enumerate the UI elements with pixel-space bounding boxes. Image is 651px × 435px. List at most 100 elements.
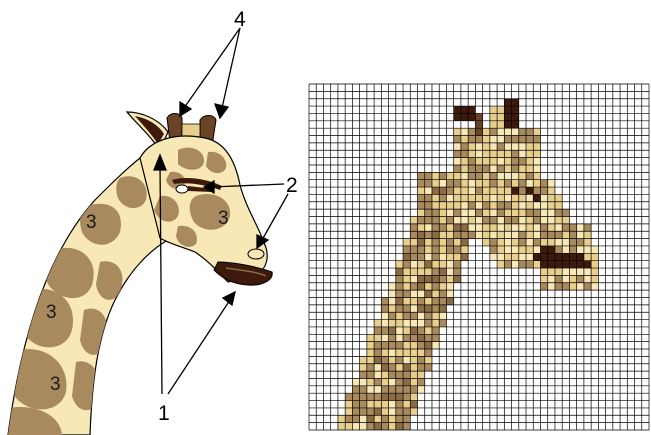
pixel-cell xyxy=(396,401,403,408)
pixel-cell xyxy=(425,231,432,238)
pixel-cell xyxy=(432,194,439,201)
pixel-cell xyxy=(526,202,533,209)
pixel-cell xyxy=(410,275,417,282)
pixel-cell xyxy=(533,136,540,143)
pixel-cell xyxy=(490,158,497,165)
pixel-cell xyxy=(418,172,425,179)
pixel-cell xyxy=(446,297,453,304)
pixel-cell xyxy=(446,224,453,231)
pixel-cell xyxy=(548,253,555,260)
pixel-cell xyxy=(410,327,417,334)
pixel-cell xyxy=(454,246,461,253)
pixel-cell xyxy=(533,187,540,194)
pixel-cell xyxy=(533,246,540,253)
pixel-cell xyxy=(425,268,432,275)
pixel-cell xyxy=(490,106,497,113)
pixel-cell xyxy=(446,268,453,275)
pixel-cell xyxy=(569,268,576,275)
pixel-cell xyxy=(475,202,482,209)
pixel-cell xyxy=(352,408,359,415)
pixel-cell xyxy=(461,136,468,143)
pixel-cell xyxy=(446,172,453,179)
pixel-cell xyxy=(418,356,425,363)
pixel-cell xyxy=(468,113,475,120)
pixel-cell xyxy=(425,172,432,179)
pixel-cell xyxy=(454,172,461,179)
arrow-head xyxy=(215,104,228,118)
pixel-cell xyxy=(562,261,569,268)
pixel-cell xyxy=(577,246,584,253)
pixel-cell xyxy=(403,261,410,268)
pixel-cell xyxy=(475,194,482,201)
pixel-cell xyxy=(439,209,446,216)
pixel-cell xyxy=(533,172,540,179)
pixel-cell xyxy=(389,349,396,356)
pixel-cell xyxy=(540,246,547,253)
pixel-cell xyxy=(533,261,540,268)
giraffe-nostril xyxy=(248,249,264,259)
pixel-cell xyxy=(432,172,439,179)
pixel-cell xyxy=(403,283,410,290)
pixel-cell xyxy=(512,172,519,179)
pixel-cell xyxy=(519,180,526,187)
pixel-cell xyxy=(548,209,555,216)
pixel-cell xyxy=(512,143,519,150)
pixel-cell xyxy=(555,268,562,275)
pixel-cell xyxy=(497,231,504,238)
pixel-cell xyxy=(403,312,410,319)
pixel-cell xyxy=(410,320,417,327)
pixel-cell xyxy=(497,224,504,231)
pixel-cell xyxy=(540,268,547,275)
pixel-cell xyxy=(439,320,446,327)
pixel-cell xyxy=(562,253,569,260)
pixel-cell xyxy=(432,261,439,268)
pixel-cell xyxy=(548,224,555,231)
pixel-cell xyxy=(461,217,468,224)
pixel-cell xyxy=(410,393,417,400)
pixel-cell xyxy=(475,113,482,120)
pixel-cell xyxy=(403,320,410,327)
arrow-line-2b xyxy=(262,194,288,240)
pixel-cell xyxy=(396,283,403,290)
pixel-cell xyxy=(526,246,533,253)
pixel-cell xyxy=(483,194,490,201)
pixel-cell xyxy=(533,253,540,260)
pixel-cell xyxy=(468,231,475,238)
pixel-cell xyxy=(454,136,461,143)
arrow-head xyxy=(180,102,191,116)
pixel-cell xyxy=(439,261,446,268)
pixel-cell xyxy=(475,136,482,143)
pixel-cell xyxy=(389,320,396,327)
pixel-cell xyxy=(490,231,497,238)
pixel-cell xyxy=(425,342,432,349)
pixel-cell xyxy=(519,246,526,253)
pixel-cell xyxy=(512,113,519,120)
pixel-cell xyxy=(360,371,367,378)
pixel-cell xyxy=(512,136,519,143)
pixel-cell xyxy=(396,356,403,363)
pixel-cell xyxy=(483,187,490,194)
pixel-cell xyxy=(475,224,482,231)
pixel-cell xyxy=(374,401,381,408)
pixel-cell xyxy=(396,261,403,268)
pixel-cell xyxy=(425,275,432,282)
pixel-cell xyxy=(483,239,490,246)
pixel-cell xyxy=(475,121,482,128)
pixel-cell xyxy=(504,143,511,150)
pixel-cell xyxy=(540,239,547,246)
pixel-cell xyxy=(555,253,562,260)
pixel-cell xyxy=(497,202,504,209)
pixel-cell xyxy=(540,217,547,224)
pixel-cell xyxy=(418,297,425,304)
pixel-cell xyxy=(454,209,461,216)
pixel-cell xyxy=(468,217,475,224)
pixel-cell xyxy=(468,172,475,179)
pixel-cell xyxy=(504,253,511,260)
pixel-cell xyxy=(461,202,468,209)
pixel-cell xyxy=(454,128,461,135)
pixel-cell xyxy=(512,253,519,260)
pixel-cell xyxy=(403,297,410,304)
pixel-cell xyxy=(345,393,352,400)
pixel-cell xyxy=(403,253,410,260)
pixel-cell xyxy=(425,349,432,356)
